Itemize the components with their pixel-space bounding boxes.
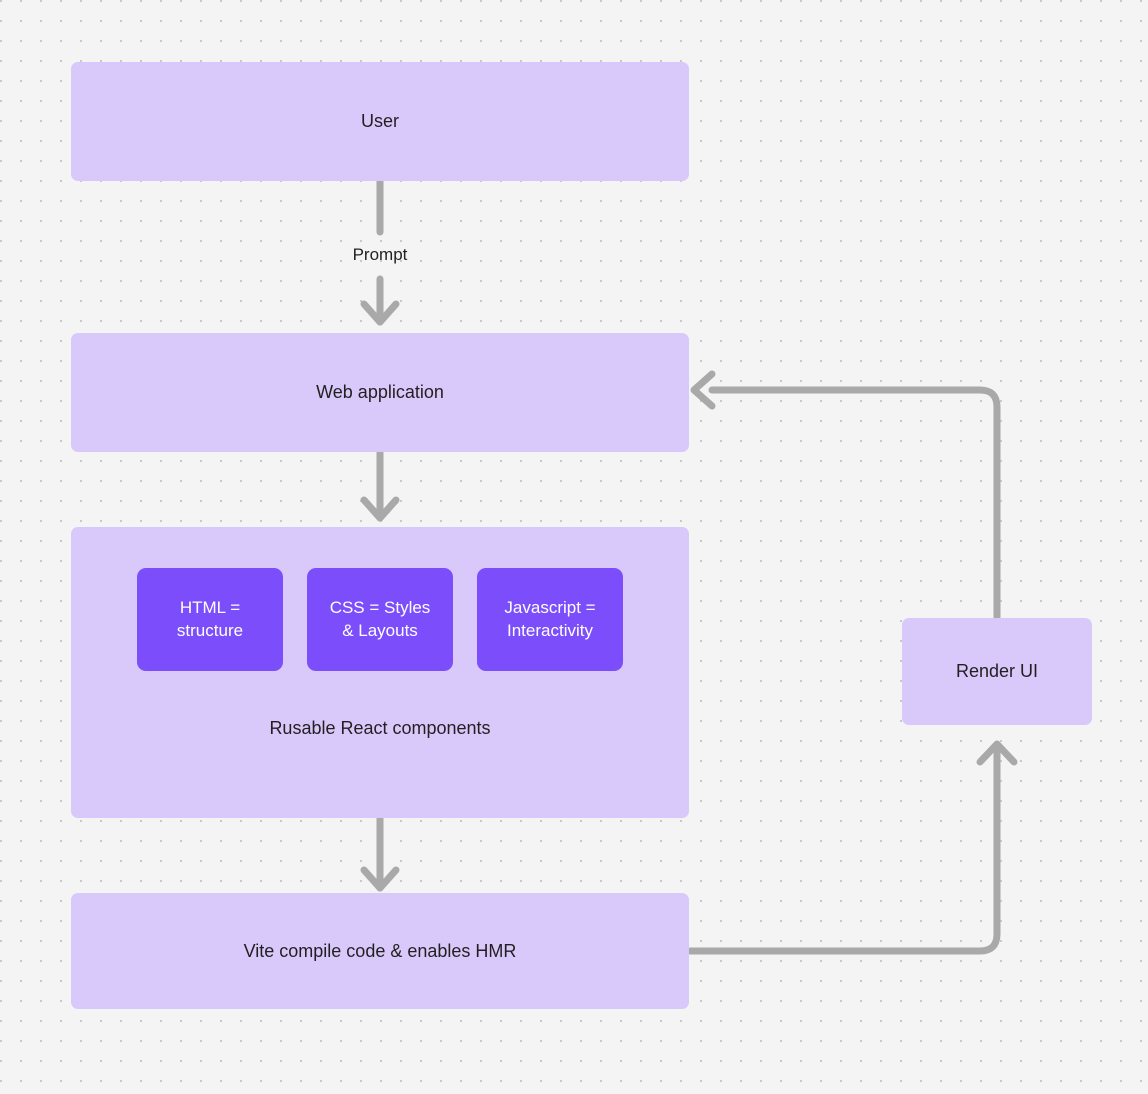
node-components-group-caption: Rusable React components (71, 718, 689, 739)
node-web-application-label: Web application (316, 382, 444, 403)
edge-components-to-vite-arrowhead (360, 866, 400, 892)
node-render-ui-label: Render UI (955, 661, 1039, 682)
node-components-group-caption-text: Rusable React components (269, 718, 491, 738)
node-css[interactable]: CSS = Styles & Layouts (307, 568, 453, 671)
node-components-group[interactable]: HTML = structure CSS = Styles & Layouts … (71, 527, 689, 818)
node-user[interactable]: User (71, 62, 689, 181)
edge-vite-to-render-ui-line (686, 742, 1001, 955)
node-html[interactable]: HTML = structure (137, 568, 283, 671)
edge-prompt-to-web-application-arrowhead (360, 300, 400, 326)
edge-label-prompt: Prompt (330, 245, 430, 265)
node-user-label: User (360, 111, 399, 132)
node-javascript-label: Javascript = Interactivity (504, 597, 596, 640)
node-html-label: HTML = structure (176, 597, 244, 640)
edge-label-prompt-text: Prompt (352, 245, 408, 264)
node-css-label: CSS = Styles & Layouts (329, 597, 431, 640)
edge-render-ui-to-web-application-arrowhead (690, 370, 716, 410)
edge-render-ui-to-web-application-line (708, 386, 1001, 622)
node-vite-label: Vite compile code & enables HMR (243, 940, 517, 961)
node-vite[interactable]: Vite compile code & enables HMR (71, 893, 689, 1009)
edge-web-application-to-components-arrowhead (360, 496, 400, 522)
node-javascript[interactable]: Javascript = Interactivity (477, 568, 623, 671)
node-render-ui[interactable]: Render UI (902, 618, 1092, 725)
edge-vite-to-render-ui-arrowhead (976, 740, 1018, 766)
node-web-application[interactable]: Web application (71, 333, 689, 452)
